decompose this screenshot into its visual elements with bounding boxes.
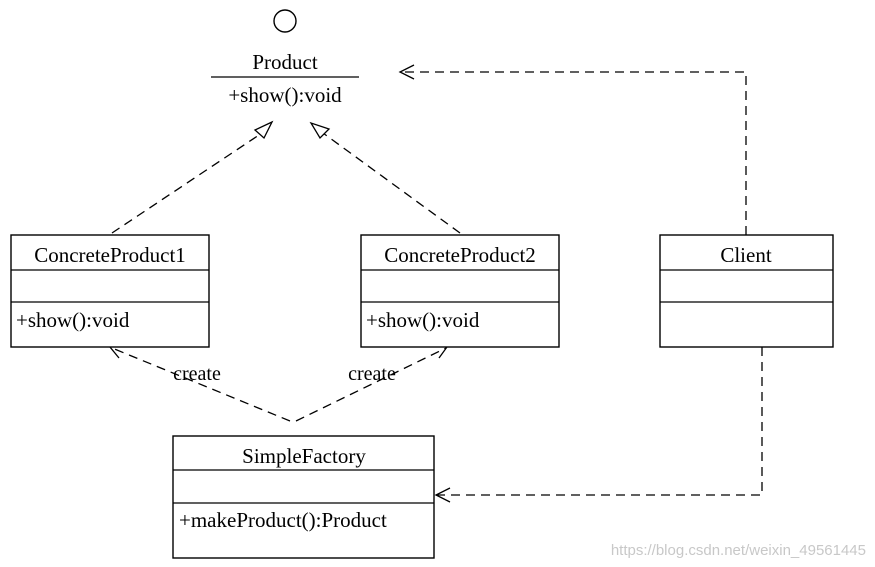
class-name: SimpleFactory <box>242 444 366 468</box>
open-arrowhead-icon <box>432 345 449 359</box>
class-operation: +show():void <box>16 308 130 332</box>
class-simple-factory: SimpleFactory +makeProduct():Product <box>172 435 435 559</box>
interface-lollipop-icon <box>273 9 297 33</box>
watermark-text: https://blog.csdn.net/weixin_49561445 <box>611 542 866 559</box>
product-interface-name: Product <box>252 50 317 74</box>
class-operation: +show():void <box>366 308 480 332</box>
class-name: ConcreteProduct1 <box>34 243 186 267</box>
create-edge-concrete-product-2: create <box>295 345 449 422</box>
class-concrete-product-2: ConcreteProduct2 +show():void <box>360 234 560 348</box>
product-interface: Product +show():void <box>211 9 359 107</box>
class-client: Client <box>659 234 834 348</box>
dependency-edge-client-product <box>398 64 747 235</box>
realization-edge-concrete-product-2 <box>309 121 461 234</box>
create-label: create <box>348 363 396 385</box>
class-operation: +makeProduct():Product <box>179 508 387 532</box>
dependency-edge-client-simple-factory <box>434 347 763 503</box>
realization-arrowhead-icon <box>253 120 274 140</box>
class-name: Client <box>720 243 771 267</box>
class-concrete-product-1: ConcreteProduct1 +show():void <box>10 234 210 348</box>
open-arrowhead-icon <box>398 64 415 80</box>
realization-edge-concrete-product-1 <box>111 120 274 234</box>
create-edge-concrete-product-1: create <box>108 345 291 422</box>
open-arrowhead-icon <box>434 487 451 503</box>
create-label: create <box>173 363 221 385</box>
realization-arrowhead-icon <box>309 121 331 140</box>
product-interface-operation: +show():void <box>228 83 342 107</box>
class-name: ConcreteProduct2 <box>384 243 536 267</box>
